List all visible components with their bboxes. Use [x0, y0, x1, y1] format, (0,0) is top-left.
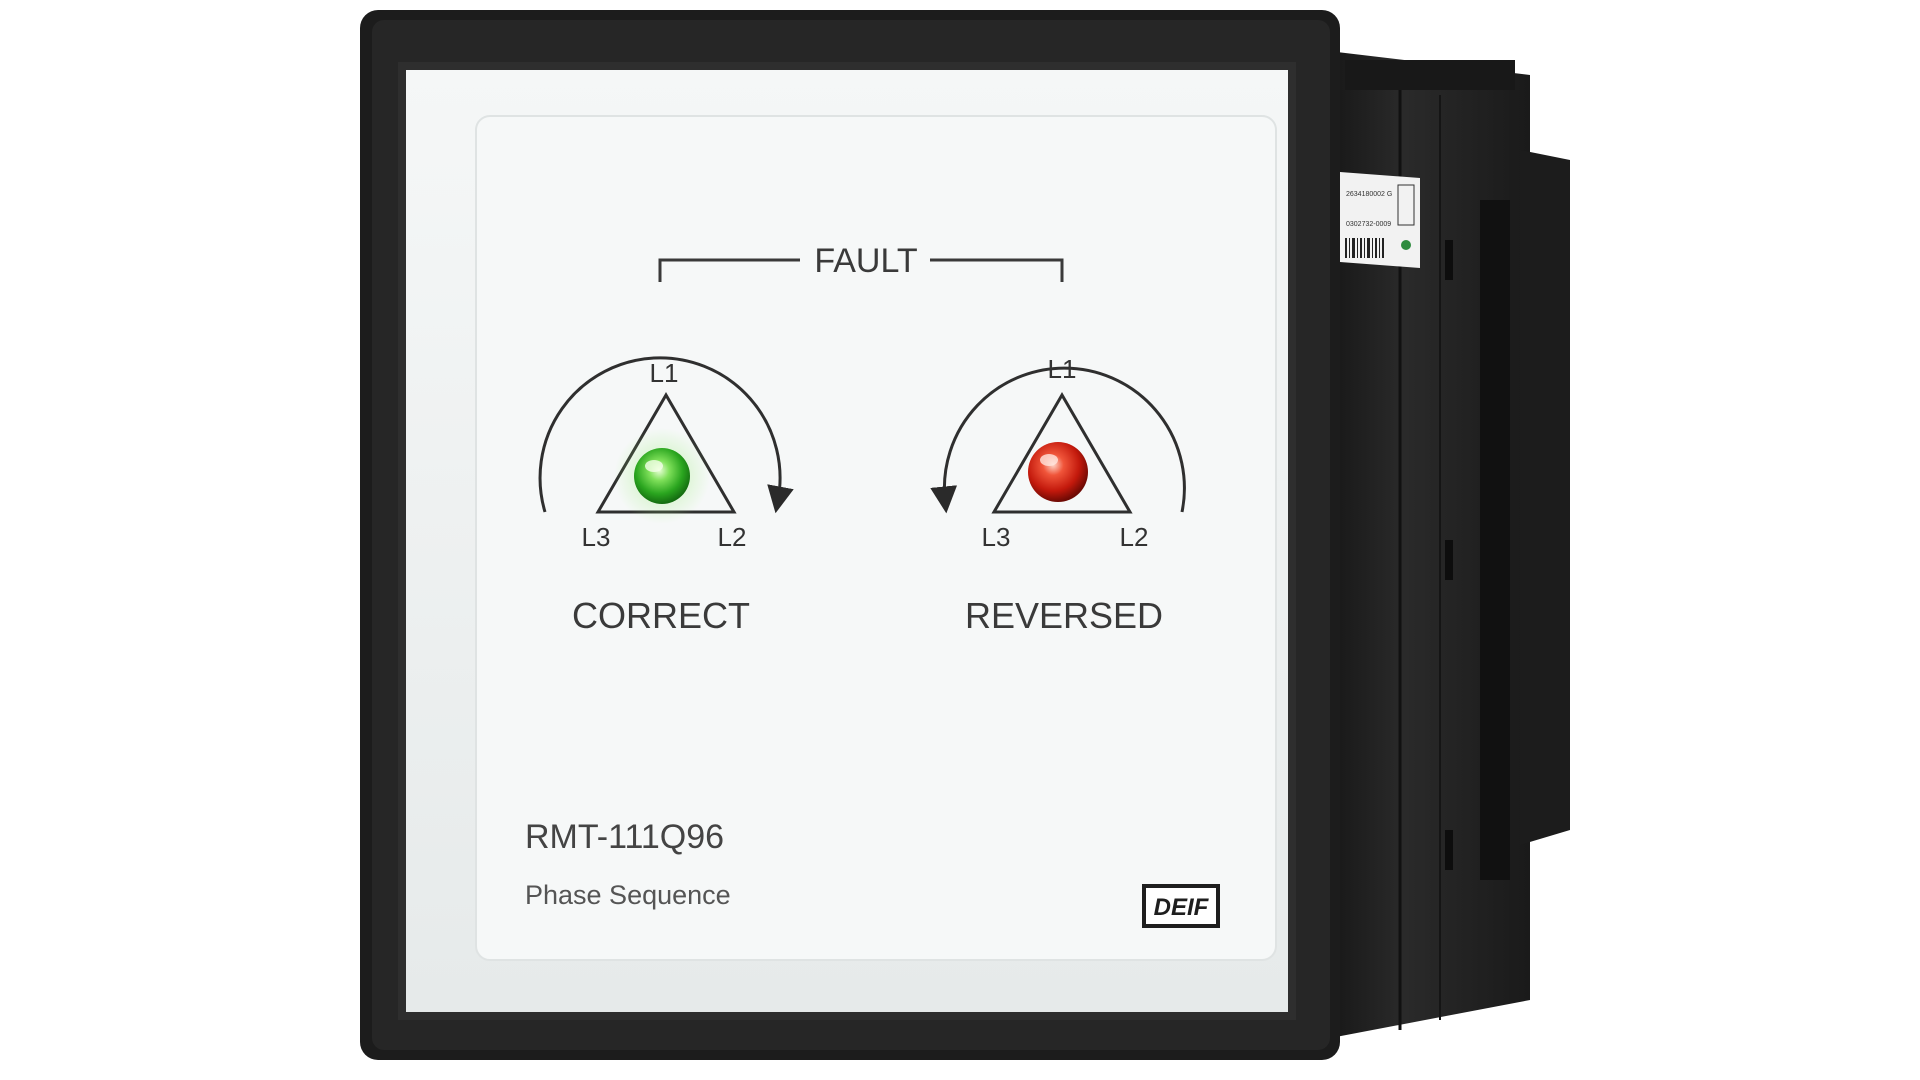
reversed-caption: REVERSED — [965, 595, 1163, 636]
clockwise-arrow-icon — [538, 356, 794, 514]
fault-bracket — [658, 258, 1064, 282]
red-led-icon — [1028, 442, 1088, 502]
model-number: RMT-111Q96 — [525, 818, 724, 856]
barcode-icon — [1345, 238, 1384, 258]
reversed-l2-label: L2 — [1120, 522, 1149, 552]
correct-l3-label: L3 — [582, 522, 611, 552]
side-label-line2: 0302732-0009 — [1346, 221, 1391, 228]
correct-l2-label: L2 — [718, 522, 747, 552]
certification-mark-icon — [1401, 240, 1411, 250]
reversed-indicator: L1 L3 L2 REVERSED — [930, 354, 1186, 636]
correct-caption: CORRECT — [572, 595, 750, 636]
side-label-line1: 2634180002 G — [1346, 191, 1392, 198]
rear-housing — [1320, 50, 1570, 1040]
reversed-l1-label: L1 — [1048, 354, 1077, 384]
side-label-sticker: 2634180002 G 0302732-0009 — [1340, 172, 1420, 268]
reversed-l3-label: L3 — [982, 522, 1011, 552]
correct-indicator: L1 L3 L2 CORRECT — [538, 356, 794, 636]
fault-label: FAULT — [814, 242, 917, 280]
counterclockwise-arrow-icon — [930, 366, 1186, 514]
dial-face — [475, 115, 1277, 961]
device-description: Phase Sequence — [525, 880, 731, 910]
green-led-icon — [634, 448, 690, 504]
phase-triangle-icon — [991, 392, 1133, 514]
correct-l1-label: L1 — [650, 358, 679, 388]
brand-logo-text: DEIF — [1154, 894, 1210, 921]
deif-logo: DEIF — [1142, 884, 1220, 928]
